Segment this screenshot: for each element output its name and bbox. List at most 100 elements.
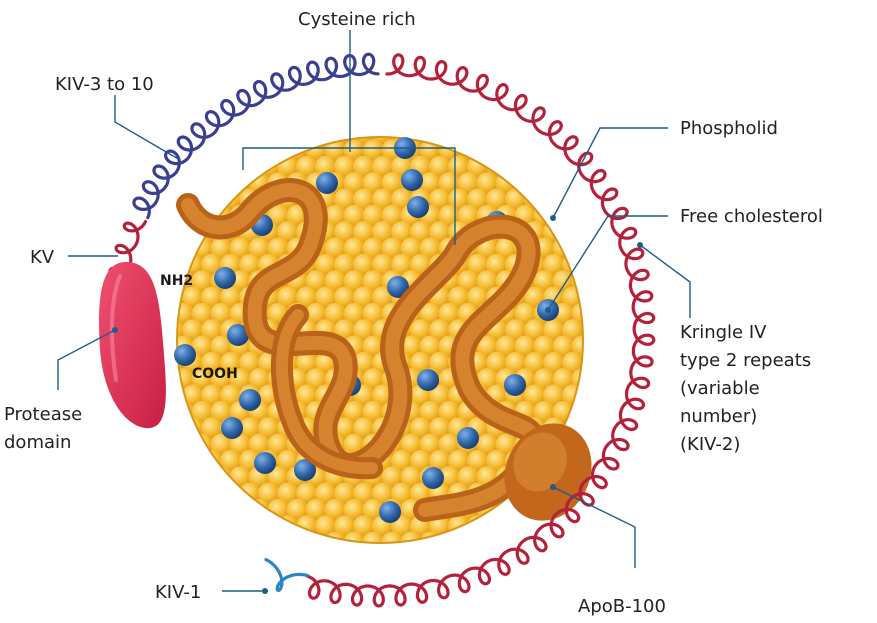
phospholipid-bead	[362, 531, 385, 542]
phospholipid-bead	[419, 335, 442, 358]
leader-lines	[57, 30, 691, 594]
phospholipid-bead	[178, 319, 185, 342]
phospholipid-bead	[191, 368, 214, 391]
leader-cysteine-bracket	[242, 147, 456, 245]
phospholipid-bead	[391, 449, 413, 472]
phospholipid-bead	[410, 351, 432, 374]
cholesterol-sphere	[401, 169, 423, 191]
label-kringle-line-4: number)	[680, 406, 757, 427]
phospholipid-bead	[438, 433, 461, 456]
phospholipid-bead	[277, 515, 299, 538]
phospholipid-bead	[562, 351, 582, 374]
label-protease-line-2: domain	[4, 432, 71, 453]
protease-domain-shape	[99, 262, 166, 429]
phospholipid-bead	[543, 351, 565, 374]
cholesterol-sphere	[417, 369, 439, 391]
leader-apob	[552, 486, 636, 568]
phospholipid-bead	[191, 302, 214, 325]
phospholipid-bead	[324, 302, 347, 325]
phospholipid-bead	[400, 335, 423, 358]
label-nh2: NH2	[160, 273, 193, 289]
phospholipid-bead	[438, 302, 461, 325]
phospholipid-bead	[305, 302, 328, 325]
phospholipid-bead	[239, 253, 261, 276]
phospholipid-bead	[229, 433, 252, 456]
phospholipid-bead	[182, 319, 204, 342]
phospholipid-bead	[429, 221, 451, 243]
phospholipid-bead	[457, 270, 480, 293]
phospholipid-bead	[343, 204, 366, 227]
phospholipid-bead	[315, 482, 337, 505]
phospholipid-bead	[381, 172, 404, 194]
phospholipid-bead	[467, 188, 489, 211]
phospholipid-bead	[334, 286, 356, 309]
cholesterol-sphere	[422, 467, 444, 489]
phospholipid-bead	[343, 237, 366, 260]
cholesterol-sphere	[174, 344, 196, 366]
phospholipid-bead	[334, 188, 356, 211]
phospholipid-bead	[229, 237, 252, 260]
phospholipid-bead	[571, 302, 582, 325]
phospholipid-bead	[400, 237, 423, 260]
phospholipid-bead	[258, 482, 280, 505]
phospholipid-bead	[486, 449, 508, 472]
phospholipid-bead	[571, 335, 582, 358]
phospholipid-bead	[324, 139, 347, 162]
cholesterol-sphere	[254, 452, 276, 474]
phospholipid-bead	[191, 270, 214, 293]
phospholipid-bead	[277, 221, 299, 243]
phospholipid-bead	[353, 417, 375, 440]
phospholipid-bead	[315, 155, 337, 178]
phospholipid-bead	[191, 335, 214, 358]
dot-apob	[550, 484, 556, 490]
label-kv: KV	[30, 247, 55, 268]
phospholipid-bead	[353, 351, 375, 374]
phospholipid-bead	[178, 302, 195, 325]
leader-kiv-3-10	[114, 95, 181, 161]
phospholipid-bead	[467, 449, 489, 472]
phospholipid-bead	[201, 417, 223, 440]
cholesterol-sphere	[387, 276, 409, 298]
phospholipid-bead	[391, 221, 413, 243]
phospholipid-bead	[353, 515, 375, 538]
phospholipid-bead	[533, 368, 556, 391]
phospholipid-bead	[296, 482, 318, 505]
phospholipid-bead	[239, 351, 261, 374]
phospholipid-bead	[324, 531, 347, 542]
cholesterol-sphere	[294, 459, 316, 481]
cholesterol-sphere	[316, 172, 338, 194]
phospholipid-bead	[353, 286, 375, 309]
phospholipid-bead	[438, 400, 461, 423]
phospholipid-bead	[495, 433, 518, 456]
phospholipid-bead	[476, 335, 499, 358]
phospholipid-bead	[467, 286, 489, 309]
phospholipid-bead	[429, 351, 451, 374]
kiv-1-strand	[264, 558, 310, 593]
cholesterol-sphere	[239, 389, 261, 411]
phospholipid-bead	[543, 253, 565, 276]
phospholipid-bead	[543, 319, 565, 342]
phospholipid-bead	[324, 204, 347, 227]
phospholipid-bead	[296, 155, 318, 178]
phospholipid-bead	[362, 204, 385, 227]
phospholipid-bead	[381, 531, 404, 542]
phospholipid-bead	[305, 498, 328, 521]
phospholipid-bead	[372, 155, 394, 178]
phospholipid-bead	[296, 351, 318, 374]
phospholipid-bead	[400, 433, 423, 456]
phospholipid-bead	[201, 286, 223, 309]
phospholipid-bead	[476, 368, 499, 391]
phospholipid-bead	[362, 139, 385, 162]
phospholipid-bead	[305, 368, 328, 391]
label-phospholid: Phospholid	[680, 118, 778, 139]
phospholipid-bead	[343, 172, 366, 194]
phospholipid-bead	[191, 400, 214, 423]
phospholipid-bead	[220, 351, 242, 374]
phospholipid-bead	[372, 188, 394, 211]
phospholipid-bead	[343, 270, 366, 293]
leader-protease	[57, 329, 116, 390]
phospholipid-bead	[248, 368, 271, 391]
phospholipid-bead	[448, 449, 470, 472]
phospholipid-bead	[353, 188, 375, 211]
